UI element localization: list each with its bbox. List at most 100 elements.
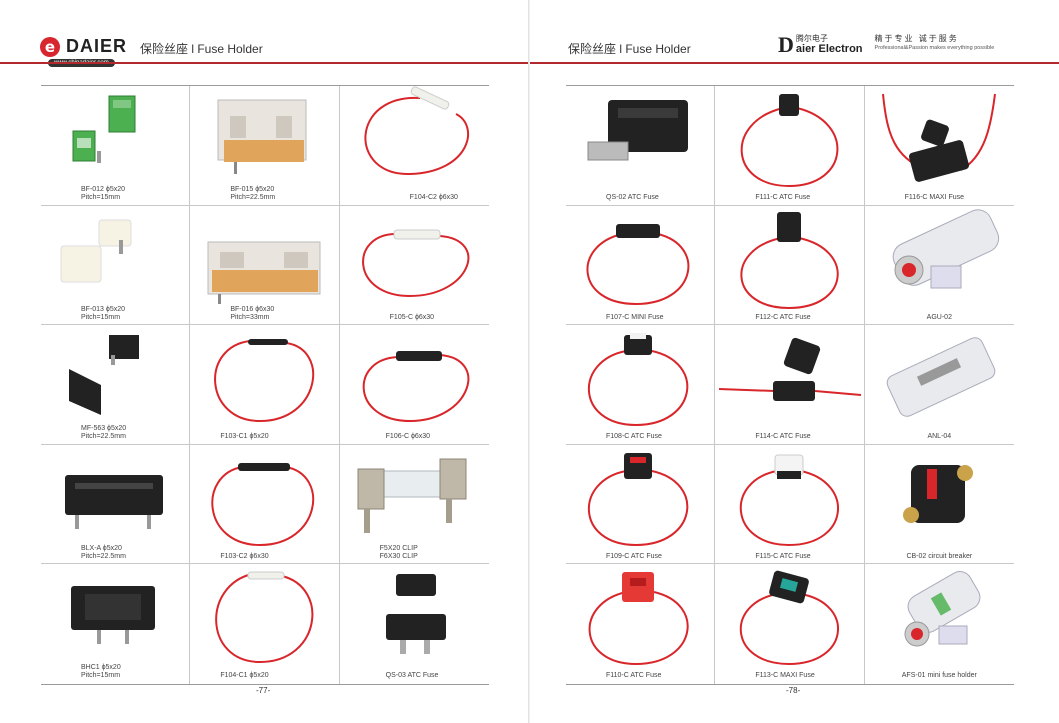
product-cell: F110-C ATC Fuse: [566, 564, 716, 684]
f107-c-image: [586, 223, 690, 305]
page-title-left: 保险丝座 l Fuse Holder: [140, 42, 263, 56]
f104-c1-image: [215, 571, 314, 664]
left-page: e DAIER www.chinadaier.com 保险丝座 l Fuse H…: [0, 0, 529, 723]
product-cell: F112-C ATC Fuse: [715, 205, 865, 326]
page-number-right: -78-: [786, 686, 801, 695]
product-cell: AGU-02: [864, 206, 1014, 326]
product-label: F113-C MAXI Fuse: [755, 672, 815, 680]
product-label: F107-C MINI Fuse: [606, 313, 664, 321]
right-page: 保险丝座 l Fuse Holder D 腾尔电子 aier Electron …: [530, 0, 1059, 723]
product-label: F111-C ATC Fuse: [755, 194, 811, 201]
product-label: F108-C ATC Fuse: [606, 433, 662, 441]
f103-c2-image: [211, 462, 315, 546]
product-label: CB-02 circuit breaker: [906, 552, 973, 560]
product-label: F112-C ATC Fuse: [755, 313, 811, 321]
product-grid-right: QS-02 ATC Fuse F111-C ATC Fuse F116-C MA…: [566, 85, 1014, 685]
product-label: Pitch=15mm: [81, 672, 121, 680]
f113-c-image: [740, 571, 840, 666]
f116-c-image: [881, 93, 996, 182]
cb-02-image: [902, 464, 973, 523]
brand-d-mark: D: [778, 32, 794, 57]
product-cell: F106-C ϕ6x30: [339, 325, 489, 445]
product-label: BF-012 ϕ5x20: [81, 186, 125, 193]
product-label: F104-C2 ϕ6x30: [409, 194, 458, 201]
product-cell: F109-C ATC Fuse: [566, 444, 716, 565]
product-cell: F5X20 CLIP F6X30 CLIP: [339, 445, 489, 565]
f114-c-image: [719, 338, 862, 402]
product-label: F104-C1 ϕ5x20: [220, 672, 269, 680]
product-cell: BF-015 ϕ5x20 Pitch=22.5mm: [190, 86, 340, 206]
brand-cn: 腾尔电子: [795, 34, 828, 43]
slogan-en: Professional&Passion makes everything po…: [874, 45, 995, 51]
product-cell: MF-563 ϕ5x20 Pitch=22.5mm: [41, 325, 191, 445]
product-label: F105-C ϕ6x30: [389, 313, 435, 321]
product-cell: F108-C ATC Fuse: [566, 325, 716, 445]
product-label: F103-C1 ϕ5x20: [220, 433, 269, 441]
f115-c-image: [740, 454, 840, 546]
product-label: MF-563 ϕ5x20: [81, 425, 127, 433]
product-label: Pitch=22.5mm: [230, 194, 276, 201]
mf-563-image: [69, 335, 139, 416]
product-label: QS-02 ATC Fuse: [606, 194, 659, 201]
product-cell: BF-013 ϕ5x20 Pitch=15mm: [41, 205, 191, 326]
product-cell: AFS-01 mini fuse holder: [865, 564, 1014, 684]
product-cell: F104-C2 ϕ6x30: [339, 86, 489, 206]
slogan-cn: 精于专业 诚于服务: [874, 34, 959, 43]
header-rule: [0, 62, 529, 64]
product-label: Pitch=15mm: [81, 194, 121, 201]
product-cell: F115-C ATC Fuse: [715, 444, 865, 565]
product-label: F6X30 CLIP: [379, 552, 418, 560]
product-cell: QS-02 ATC Fuse: [566, 86, 716, 206]
product-cell: F103-C2 ϕ6x30: [190, 444, 340, 565]
product-cell: F113-C MAXI Fuse: [715, 564, 865, 684]
qs-02-image: [587, 100, 688, 161]
product-label: F106-C ϕ6x30: [385, 433, 431, 441]
product-cell: BHC1 ϕ5x20 Pitch=15mm: [41, 564, 191, 684]
qs-03-image: [385, 574, 446, 655]
product-label: BHC1 ϕ5x20: [81, 664, 121, 672]
product-cell: F111-C ATC Fuse: [715, 86, 865, 206]
blx-a-image: [65, 474, 163, 529]
daier-electron-logo: D 腾尔电子 aier Electron 精于专业 诚于服务 Professio…: [778, 34, 994, 56]
product-label: F109-C ATC Fuse: [606, 552, 662, 560]
daier-logo: e DAIER: [40, 36, 127, 57]
product-cell: BLX-A ϕ5x20 Pitch=22.5mm: [41, 444, 191, 565]
product-label: Pitch=22.5mm: [81, 433, 126, 441]
page-title-right: 保险丝座 l Fuse Holder: [568, 42, 691, 56]
page-number-left: -77-: [256, 686, 271, 695]
fuse-clip-image: [357, 458, 467, 533]
product-label: Pitch=15mm: [81, 313, 121, 321]
product-label: F5X20 CLIP: [379, 544, 418, 552]
product-label: BF-015 ϕ5x20: [230, 186, 275, 193]
product-label: ANL-04: [927, 433, 952, 441]
product-cell: QS-03 ATC Fuse: [340, 564, 489, 684]
product-cell: BF-016 ϕ6x30 Pitch=33mm: [190, 205, 340, 326]
product-cell: F107-C MINI Fuse: [566, 205, 716, 326]
f103-c1-image: [214, 339, 315, 423]
product-label: Pitch=22.5mm: [81, 552, 126, 560]
book-spine: [528, 0, 531, 723]
product-cell: F103-C1 ϕ5x20: [190, 325, 340, 445]
f108-c-image: [588, 333, 689, 427]
anl-04-image: [886, 337, 995, 417]
product-label: Pitch=33mm: [230, 313, 270, 321]
product-label: BF-016 ϕ6x30: [230, 305, 275, 313]
product-cell: BF-012 ϕ5x20 Pitch=15mm: [41, 86, 191, 206]
logo-mark: e: [40, 36, 60, 57]
product-cell: CB-02 circuit breaker: [864, 445, 1014, 565]
f110-c-image: [588, 572, 689, 666]
f106-c-image: [362, 351, 469, 423]
bf-016-image: [207, 241, 321, 304]
product-label: AFS-01 mini fuse holder: [901, 672, 977, 680]
brand-en: aier Electron: [795, 43, 863, 55]
product-label: F116-C MAXI Fuse: [904, 194, 965, 201]
product-cell: ANL-04: [864, 325, 1014, 445]
f111-c-image: [741, 94, 839, 188]
bf-013-image: [60, 219, 132, 283]
product-label: QS-03 ATC Fuse: [385, 672, 439, 680]
f104-c2-image: [364, 86, 469, 176]
f112-c-image: [740, 211, 839, 309]
product-label: AGU-02: [926, 313, 952, 321]
product-cell: F104-C1 ϕ5x20: [190, 564, 340, 684]
product-label: BLX-A ϕ5x20: [81, 544, 122, 552]
